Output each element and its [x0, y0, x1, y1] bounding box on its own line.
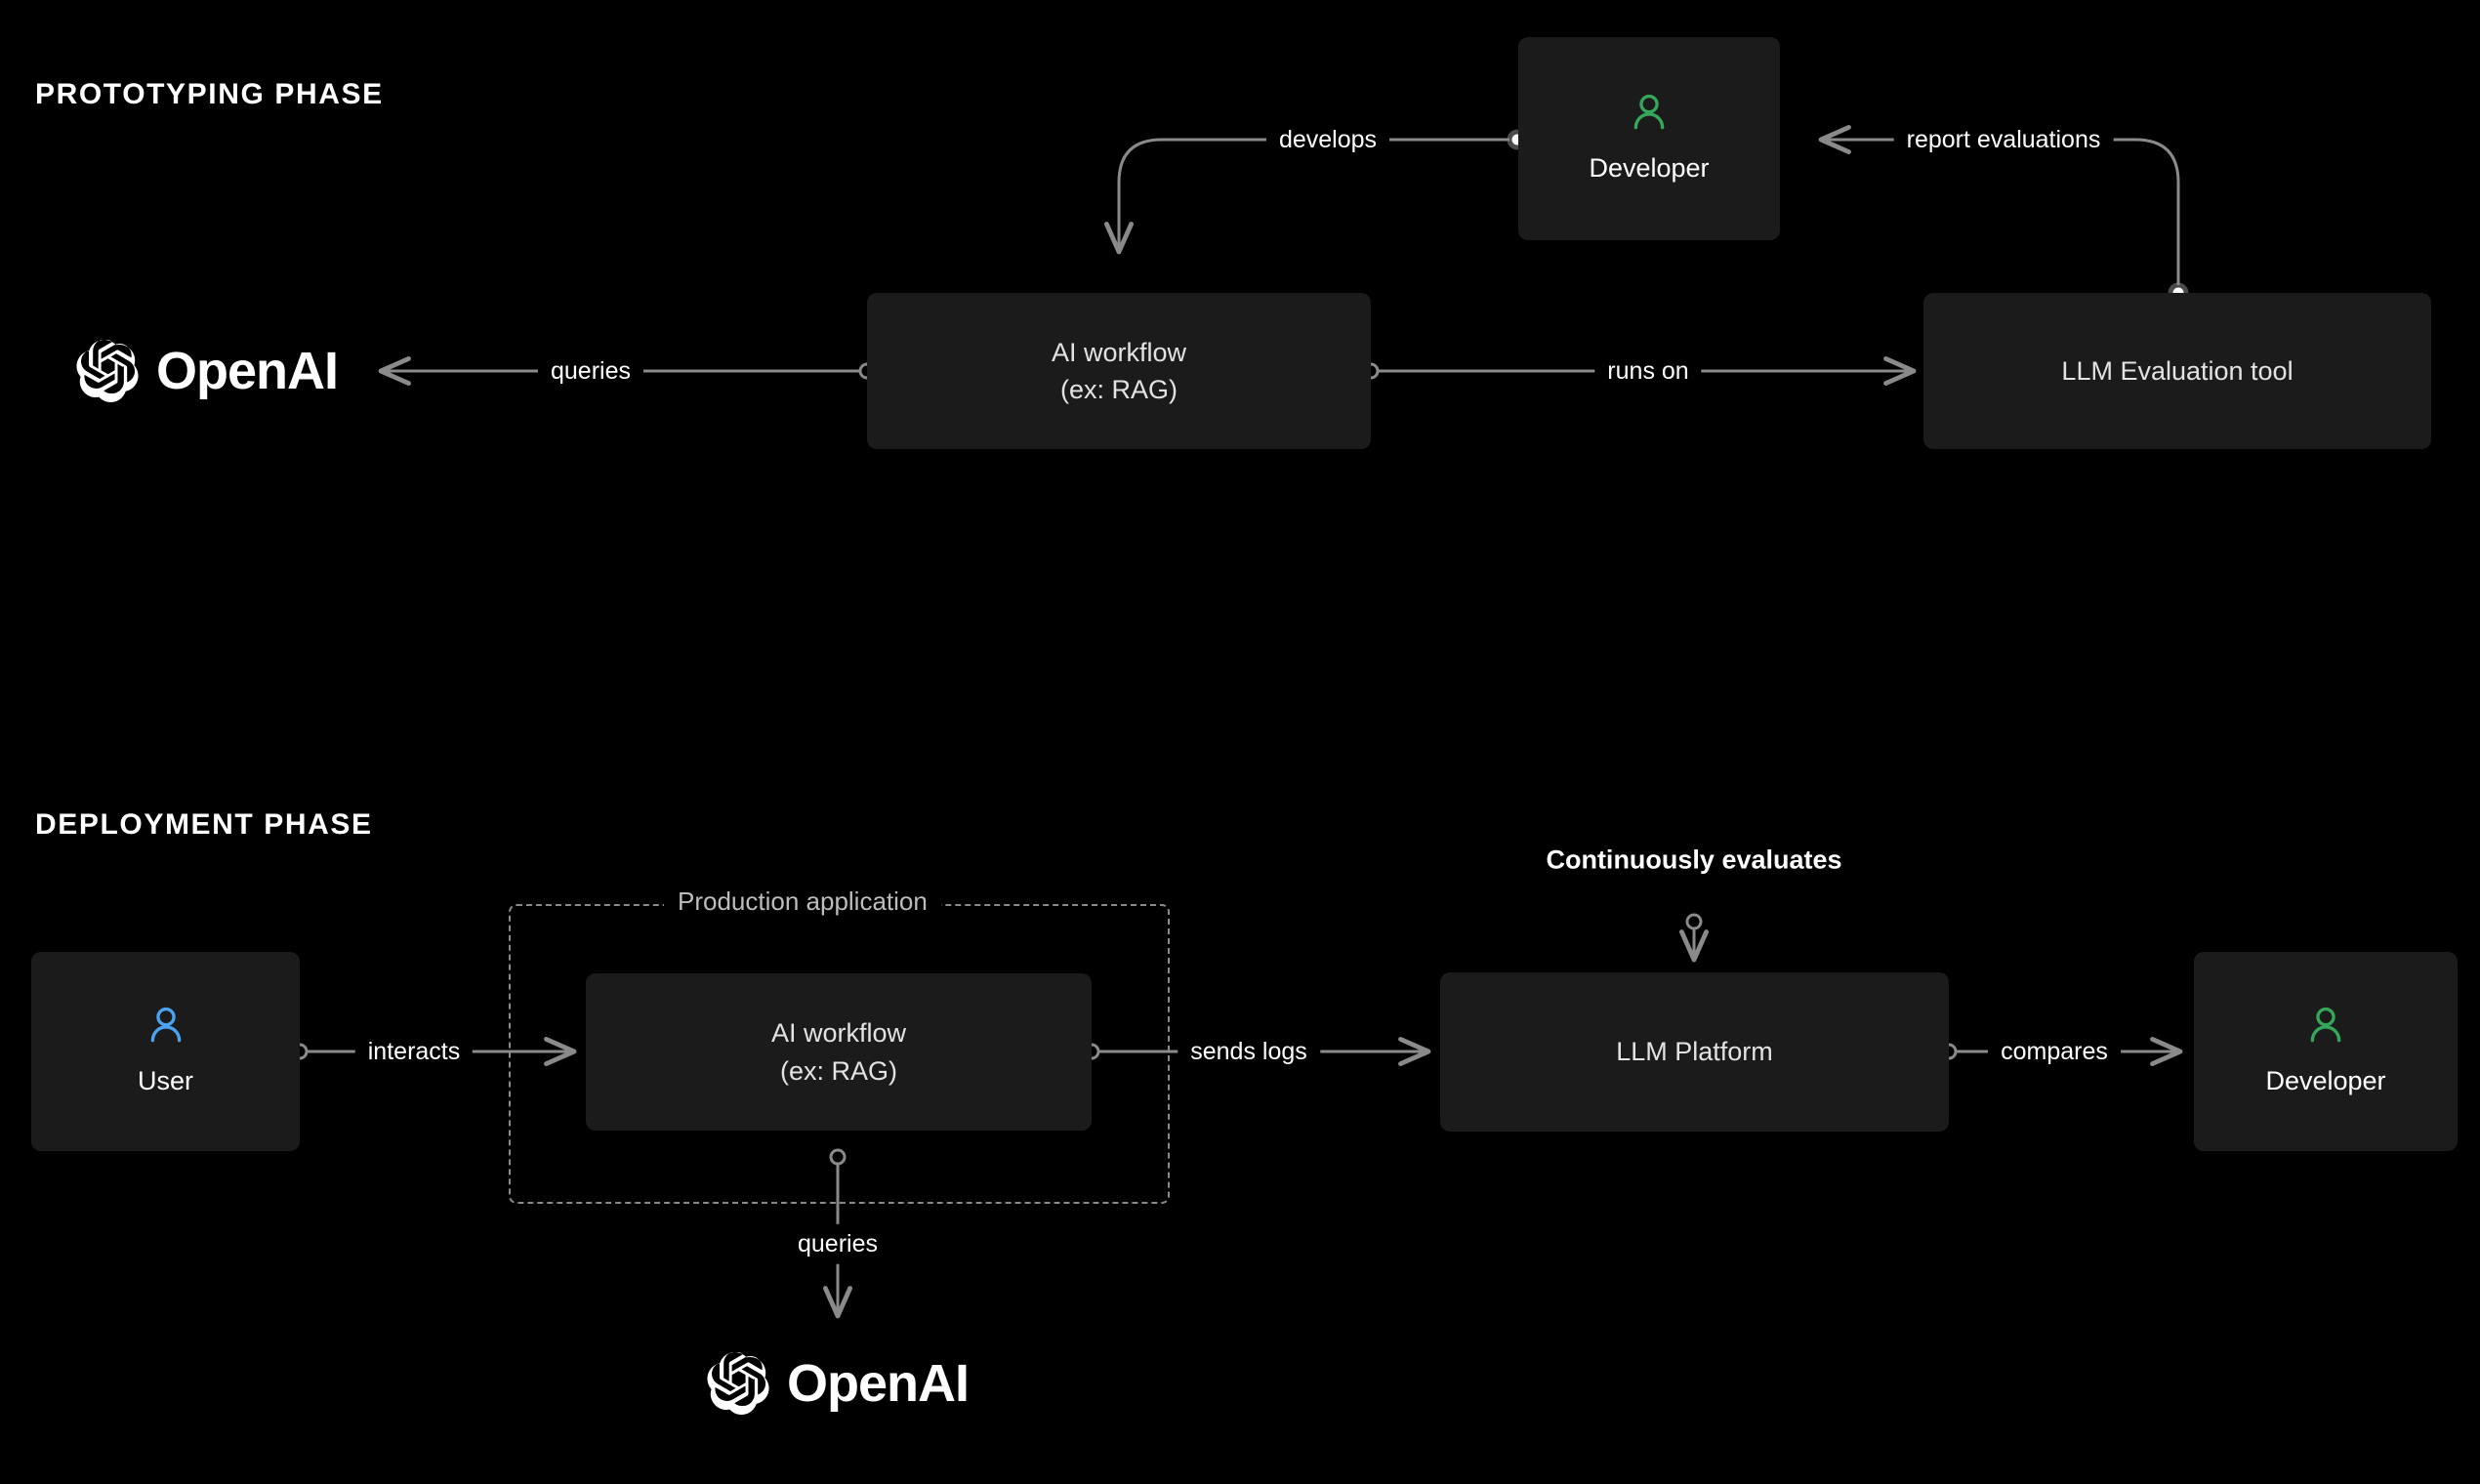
node-ai-workflow-prototyping[interactable]: AI workflow (ex: RAG)	[867, 293, 1371, 449]
edge-label-compares: compares	[1988, 1031, 2121, 1072]
section-title-deployment: DEPLOYMENT PHASE	[35, 808, 373, 841]
node-llm-evaluation-tool[interactable]: LLM Evaluation tool	[1923, 293, 2431, 449]
node-label: AI workflow (ex: RAG)	[1051, 337, 1187, 404]
openai-logo-deployment: OpenAI	[707, 1352, 970, 1415]
edge-label-develops: develops	[1265, 119, 1390, 160]
edge-label-continuously-evaluates: Continuously evaluates	[1546, 845, 1842, 875]
edge-label-sends-logs: sends logs	[1178, 1031, 1320, 1072]
person-icon	[150, 1007, 181, 1043]
openai-blossom-icon	[707, 1352, 769, 1415]
edge-label-runs-on: runs on	[1594, 350, 1702, 392]
person-icon	[2310, 1007, 2341, 1043]
node-label: Developer	[2265, 1065, 2386, 1095]
group-title-production-application: Production application	[664, 886, 941, 917]
node-llm-platform[interactable]: LLM Platform	[1440, 972, 1949, 1132]
edge-label-queries-deployment: queries	[785, 1223, 890, 1264]
node-label: LLM Platform	[1616, 1037, 1773, 1067]
node-label: User	[137, 1065, 193, 1095]
openai-blossom-icon	[76, 340, 139, 402]
edge-deploy-continuously-evaluates	[1678, 913, 1709, 963]
node-developer-deployment[interactable]: Developer	[2194, 952, 2458, 1151]
node-label: AI workflow (ex: RAG)	[770, 1018, 907, 1086]
openai-wordmark: OpenAI	[155, 342, 339, 400]
person-icon	[1633, 94, 1665, 130]
edge-label-queries-prototyping: queries	[538, 350, 643, 392]
openai-logo-prototyping: OpenAI	[76, 340, 339, 402]
edge-label-interacts: interacts	[354, 1031, 474, 1072]
section-title-prototyping: PROTOTYPING PHASE	[35, 78, 384, 110]
edge-label-report-evaluations: report evaluations	[1893, 119, 2114, 160]
openai-wordmark: OpenAI	[786, 1354, 970, 1413]
node-label: LLM Evaluation tool	[2061, 355, 2294, 386]
node-user[interactable]: User	[31, 952, 300, 1151]
edge-proto-report-evaluations	[1818, 124, 2189, 304]
node-label: Developer	[1589, 152, 1710, 183]
node-developer-prototyping[interactable]: Developer	[1518, 37, 1780, 240]
node-ai-workflow-deployment[interactable]: AI workflow (ex: RAG)	[586, 973, 1092, 1131]
